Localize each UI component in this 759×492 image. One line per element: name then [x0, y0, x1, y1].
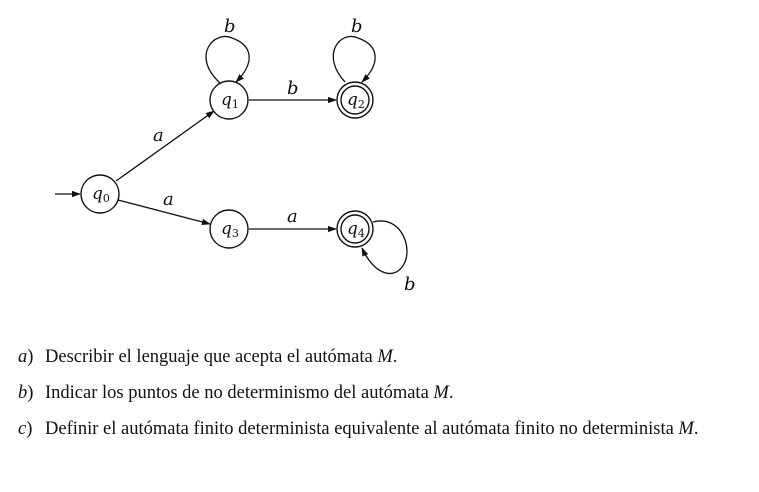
label-q0-q1: a — [153, 125, 164, 146]
loop-q1 — [205, 35, 250, 84]
svg-text:q3: q3 — [221, 219, 239, 240]
question-a: a) Describir el lenguaje que acepta el a… — [18, 345, 743, 369]
state-q3: q3 — [209, 209, 249, 249]
state-q3-label: q — [221, 219, 232, 239]
question-a-marker: a) — [18, 347, 34, 367]
svg-text:q1: q1 — [221, 90, 239, 111]
label-loop-q1: b — [224, 16, 236, 37]
svg-text:q2: q2 — [347, 90, 365, 111]
question-c-text: Definir el autómata finito determinista … — [45, 419, 699, 439]
loop-q4 — [361, 220, 408, 274]
question-c-marker: c) — [18, 419, 33, 439]
state-q1-label: q — [221, 90, 232, 110]
label-q3-q4: a — [287, 206, 298, 227]
state-q0-label: q — [92, 184, 103, 204]
svg-text:q0: q0 — [92, 184, 110, 205]
state-q0-sub: 0 — [103, 192, 110, 205]
question-a-text: Describir el lenguaje que acepta el autó… — [45, 347, 398, 367]
svg-text:q4: q4 — [347, 219, 365, 240]
state-q2: q2 — [336, 81, 374, 119]
state-q3-sub: 3 — [232, 227, 239, 240]
loop-q2 — [332, 35, 376, 83]
state-q2-sub: 2 — [358, 98, 365, 111]
state-q1-sub: 1 — [232, 98, 239, 111]
question-c: c) Definir el autómata finito determinis… — [18, 417, 743, 441]
edge-q0-q1 — [115, 110, 215, 182]
state-q2-label: q — [347, 90, 358, 110]
state-q4: q4 — [336, 210, 374, 248]
label-q1-q2: b — [287, 78, 299, 99]
question-b: b) Indicar los puntos de no determinismo… — [18, 381, 743, 405]
question-b-text: Indicar los puntos de no determinismo de… — [45, 383, 454, 403]
state-q4-sub: 4 — [358, 227, 365, 240]
state-q1: q1 — [209, 80, 249, 120]
label-loop-q4: b — [404, 274, 416, 295]
state-q4-label: q — [347, 219, 358, 239]
question-list: a) Describir el lenguaje que acepta el a… — [18, 345, 743, 453]
label-loop-q2: b — [351, 16, 363, 37]
state-q0: q0 — [80, 174, 120, 214]
automaton-diagram: q0 q1 q2 q3 q4 a a b b b a b — [55, 16, 416, 295]
question-b-marker: b) — [18, 383, 34, 403]
label-q0-q3: a — [163, 189, 174, 210]
edge-q0-q3 — [117, 199, 211, 226]
